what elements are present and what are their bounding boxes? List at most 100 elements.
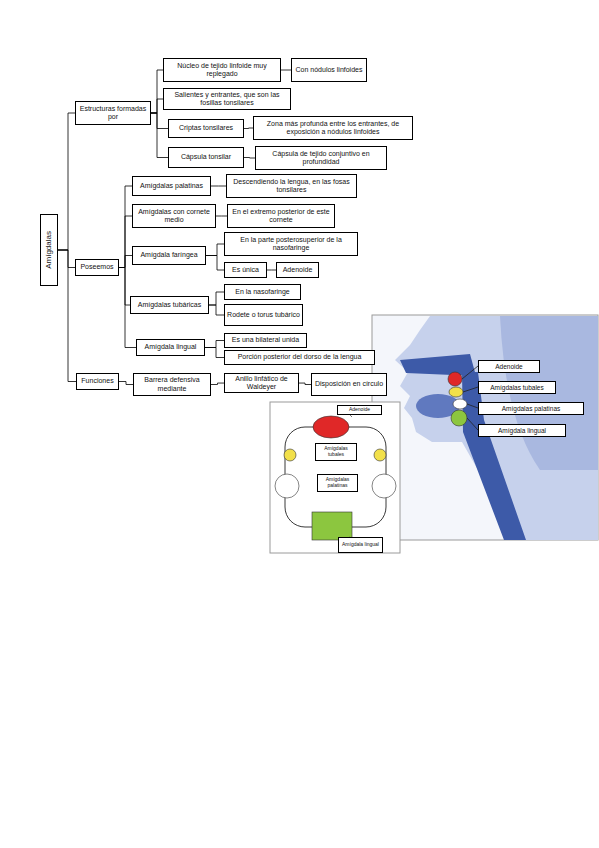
label-box: Adenoide	[337, 405, 382, 415]
node-text: Amígdala lingual	[342, 542, 379, 548]
concept-box: Amígdalas palatinas	[132, 176, 211, 196]
concept-box: Cápsula tonsilar	[168, 147, 244, 168]
lingual-dot	[451, 410, 467, 426]
tree-connector	[58, 250, 75, 268]
lingual-shape	[312, 512, 352, 540]
node-text: Adenoide	[283, 266, 313, 274]
tree-connector	[119, 382, 133, 385]
node-text: Núcleo de tejido linfoide muy replegado	[166, 62, 278, 78]
node-text: Amígdalas palatinas	[319, 477, 356, 489]
leader-line	[467, 404, 478, 408]
tree-connector	[151, 113, 168, 158]
concept-box: Adenoide	[276, 262, 319, 278]
adenoid-shape	[313, 416, 349, 438]
tree-connector	[209, 305, 224, 315]
leader-line	[462, 366, 478, 379]
node-text: Amígdalas palatinas	[502, 405, 561, 412]
tree-connector	[244, 128, 253, 130]
concept-box: Amígdala faríngea	[132, 246, 206, 265]
node-text: En el extremo posterior de este cornete	[230, 208, 332, 224]
ring-frame	[270, 402, 400, 553]
tubal-shape	[284, 449, 296, 461]
node-text: Amígdalas con cornete medio	[135, 208, 213, 224]
concept-box: Criptas tonsilares	[168, 119, 244, 138]
leader-line	[467, 418, 478, 430]
tree-connector	[58, 113, 75, 250]
node-text: En la parte posterosuperior de la nasofa…	[227, 236, 355, 252]
concept-box: Estructuras formadas por	[75, 101, 151, 125]
tree-connector	[216, 216, 227, 217]
tree-connector	[281, 70, 291, 71]
concept-box: Cápsula de tejido conjuntivo en profundi…	[255, 146, 387, 170]
concept-box: Salientes y entrantes, que son las fosil…	[163, 88, 291, 110]
root-box: Amígdalas	[40, 214, 58, 286]
concept-box: En la nasofaringe	[224, 284, 301, 300]
node-text: Porción posterior del dorso de la lengua	[238, 353, 362, 361]
tree-connector	[151, 70, 163, 113]
node-text: Es una bilateral unida	[232, 336, 299, 344]
concept-box: Amígdalas tubáricas	[130, 296, 209, 314]
tree-connector	[209, 292, 224, 305]
concept-box: Funciones	[76, 373, 119, 390]
node-text: Cápsula tonsilar	[181, 153, 231, 161]
node-text: En la nasofaringe	[235, 288, 289, 296]
node-text: Salientes y entrantes, que son las fosil…	[166, 91, 288, 107]
label-box: Amígdala lingual	[478, 424, 566, 437]
tubal-shape	[374, 449, 386, 461]
tree-connector	[267, 270, 276, 271]
concept-box: Amígdala lingual	[136, 339, 205, 356]
node-text: Amígdala lingual	[498, 427, 546, 434]
concept-box: Rodete o torus tubárico	[224, 304, 303, 326]
concept-box: En el extremo posterior de este cornete	[227, 204, 335, 228]
node-text: Adenoide	[349, 407, 370, 413]
tubal-dot	[449, 387, 463, 397]
palatine-shape	[275, 474, 299, 498]
node-text: Es única	[232, 266, 259, 274]
node-text: Zona más profunda entre los entrantes, d…	[256, 120, 410, 136]
node-text: Poseemos	[80, 263, 113, 271]
tree-connector	[206, 256, 224, 271]
tree-connector	[119, 186, 132, 268]
palatine-dot	[453, 399, 467, 409]
tree-connector	[151, 99, 163, 113]
node-text: Barrera defensiva mediante	[136, 376, 208, 392]
tree-connector	[119, 256, 132, 268]
label-box: Amígdala lingual	[338, 537, 383, 553]
concept-box: Barrera defensiva mediante	[133, 373, 211, 396]
head-frame	[372, 315, 598, 540]
node-text: Estructuras formadas por	[78, 105, 148, 121]
tree-connector	[119, 268, 130, 306]
node-text: Con nódulos linfoides	[296, 66, 363, 74]
node-text: Amígdalas tubales	[490, 384, 543, 391]
concept-box: Poseemos	[75, 259, 119, 276]
concept-box: Núcleo de tejido linfoide muy replegado	[163, 58, 281, 82]
node-text: Rodete o torus tubárico	[227, 311, 300, 319]
node-text: Amígdalas palatinas	[140, 182, 203, 190]
node-text: Adenoide	[495, 363, 522, 370]
concept-box: Con nódulos linfoides	[291, 58, 367, 82]
tree-connector	[211, 383, 224, 384]
label-box: Amígdalas palatinas	[478, 402, 584, 415]
label-box: Amígdalas tubales	[315, 443, 357, 461]
node-text: Cápsula de tejido conjuntivo en profundi…	[258, 150, 384, 166]
tree-connector	[119, 216, 132, 268]
tree-connector	[206, 244, 224, 256]
label-box: Amígdalas tubales	[478, 381, 556, 394]
concept-box: Amígdalas con cornete medio	[132, 204, 216, 228]
node-text: Amígdala lingual	[145, 343, 197, 351]
node-text: Amígdalas tubales	[317, 446, 355, 458]
label-box: Amígdalas palatinas	[317, 474, 358, 492]
node-text: Amígdalas	[44, 231, 53, 269]
concept-box: Descendiendo la lengua, en las fosas ton…	[226, 174, 357, 198]
tree-connector	[211, 186, 226, 187]
leader-line	[463, 387, 478, 392]
palatine-shape	[372, 474, 396, 498]
label-box: Adenoide	[478, 360, 540, 373]
tree-connector	[58, 250, 76, 382]
concept-box: En la parte posterosuperior de la nasofa…	[224, 232, 358, 256]
tree-connector	[244, 157, 255, 159]
node-text: Amígdala faríngea	[140, 251, 197, 259]
node-text: Amígdalas tubáricas	[138, 301, 201, 309]
concept-box: Disposición en círculo	[311, 373, 387, 396]
